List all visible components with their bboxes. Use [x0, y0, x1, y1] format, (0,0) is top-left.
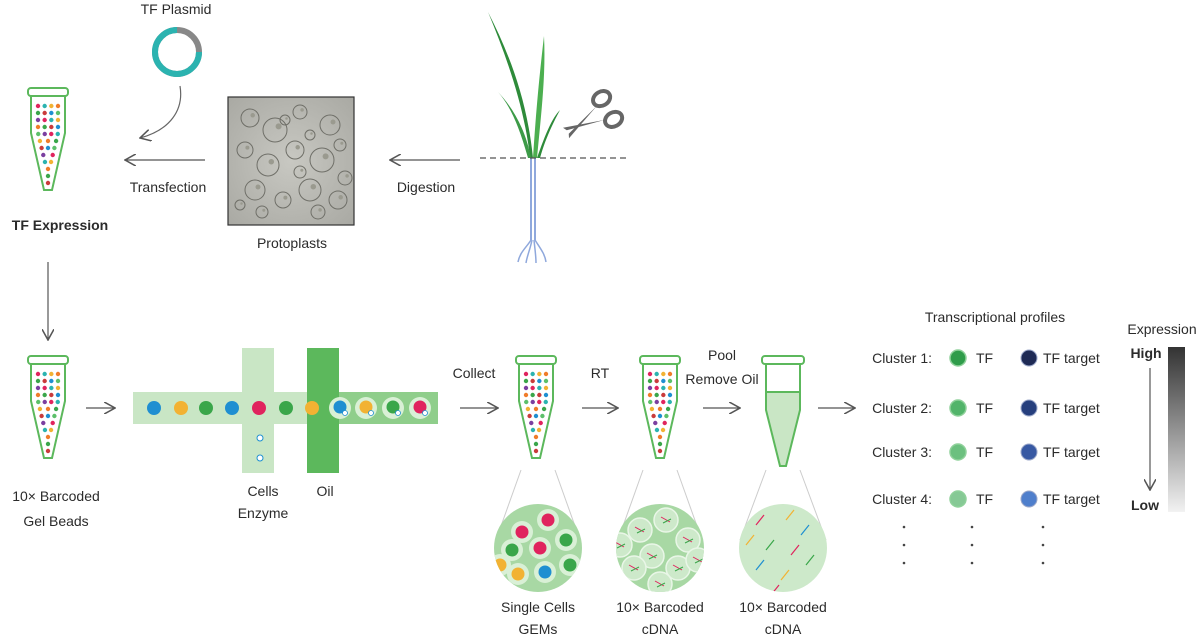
tf-dot: [949, 490, 967, 508]
collect-label: Collect: [453, 365, 496, 381]
cdna1-label-a: 10× Barcoded: [616, 599, 704, 615]
single-cells-label: Single Cells: [501, 599, 575, 615]
tf-label: TF: [976, 444, 993, 460]
tf-label: TF: [976, 350, 993, 366]
cells-label: Cells: [247, 483, 278, 499]
pooled-zoom: [739, 469, 827, 592]
tf-label: TF: [976, 491, 993, 507]
gems-label: GEMs: [519, 621, 558, 637]
bead-dot: [305, 401, 319, 415]
tf-dot: [949, 399, 967, 417]
tf-plasmid-label: TF Plasmid: [141, 1, 212, 17]
expression-low-label: Low: [1131, 497, 1159, 513]
cdna-tube: [639, 355, 681, 459]
tf-dot: [949, 349, 967, 367]
bead-dot: [252, 401, 266, 415]
cluster-label: Cluster 3:: [872, 444, 932, 460]
cluster-row: Cluster 4: TF TF target: [872, 490, 1100, 508]
cluster-row: Cluster 1: TF TF target: [872, 349, 1100, 367]
enzyme-label: Enzyme: [238, 505, 289, 521]
tf-target-dot: [1020, 349, 1038, 367]
profiles-title: Transcriptional profiles: [925, 309, 1065, 325]
cluster-row: Cluster 2: TF TF target: [872, 399, 1100, 417]
gems-tube: [515, 355, 557, 459]
tf-expression-label: TF Expression: [12, 217, 108, 233]
tf-expression-tube: [27, 87, 69, 191]
bead-dot: [174, 401, 188, 415]
continuation-dots: [902, 525, 1045, 565]
tf-target-label: TF target: [1043, 350, 1100, 366]
oil-label: Oil: [316, 483, 333, 499]
cdna2-label-a: 10× Barcoded: [739, 599, 827, 615]
tf-target-label: TF target: [1043, 444, 1100, 460]
cluster-label: Cluster 2:: [872, 400, 932, 416]
pool-label: Pool: [708, 347, 736, 363]
protoplasts-image: [227, 96, 355, 226]
gel-beads-label-1: 10× Barcoded: [12, 488, 100, 504]
expression-gradient-bar: [1168, 347, 1185, 512]
bead-dot: [199, 401, 213, 415]
tf-target-dot: [1020, 490, 1038, 508]
plasmid-icon: [152, 27, 202, 77]
plasmid-arrow: [140, 85, 182, 138]
pooled-tube: [761, 355, 805, 467]
expression-high-label: High: [1130, 345, 1161, 361]
scissors-icon: [563, 89, 625, 139]
gel-beads-tube: [27, 355, 69, 459]
cluster-label: Cluster 1:: [872, 350, 932, 366]
remove-oil-label: Remove Oil: [685, 371, 758, 387]
tf-target-label: TF target: [1043, 491, 1100, 507]
tf-label: TF: [976, 400, 993, 416]
tf-target-dot: [1020, 399, 1038, 417]
bead-dot: [147, 401, 161, 415]
cdna2-label-b: cDNA: [765, 621, 802, 637]
protoplasts-label: Protoplasts: [257, 235, 327, 251]
gel-beads-label-2: Gel Beads: [23, 513, 88, 529]
tf-dot: [949, 443, 967, 461]
microfluidic-chip: [133, 348, 438, 473]
digestion-label: Digestion: [397, 179, 455, 195]
bead-dot: [225, 401, 239, 415]
cluster-row: Cluster 3: TF TF target: [872, 443, 1100, 461]
tf-target-label: TF target: [1043, 400, 1100, 416]
cluster-label: Cluster 4:: [872, 491, 932, 507]
cdna-zoom: [616, 469, 704, 592]
rt-label: RT: [591, 365, 610, 381]
cdna1-label-b: cDNA: [642, 621, 679, 637]
transfection-label: Transfection: [130, 179, 207, 195]
rice-seedling-icon: [488, 12, 560, 264]
gems-zoom: [494, 469, 582, 592]
bead-dot: [279, 401, 293, 415]
tf-target-dot: [1020, 443, 1038, 461]
expression-title: Expression: [1127, 321, 1196, 337]
